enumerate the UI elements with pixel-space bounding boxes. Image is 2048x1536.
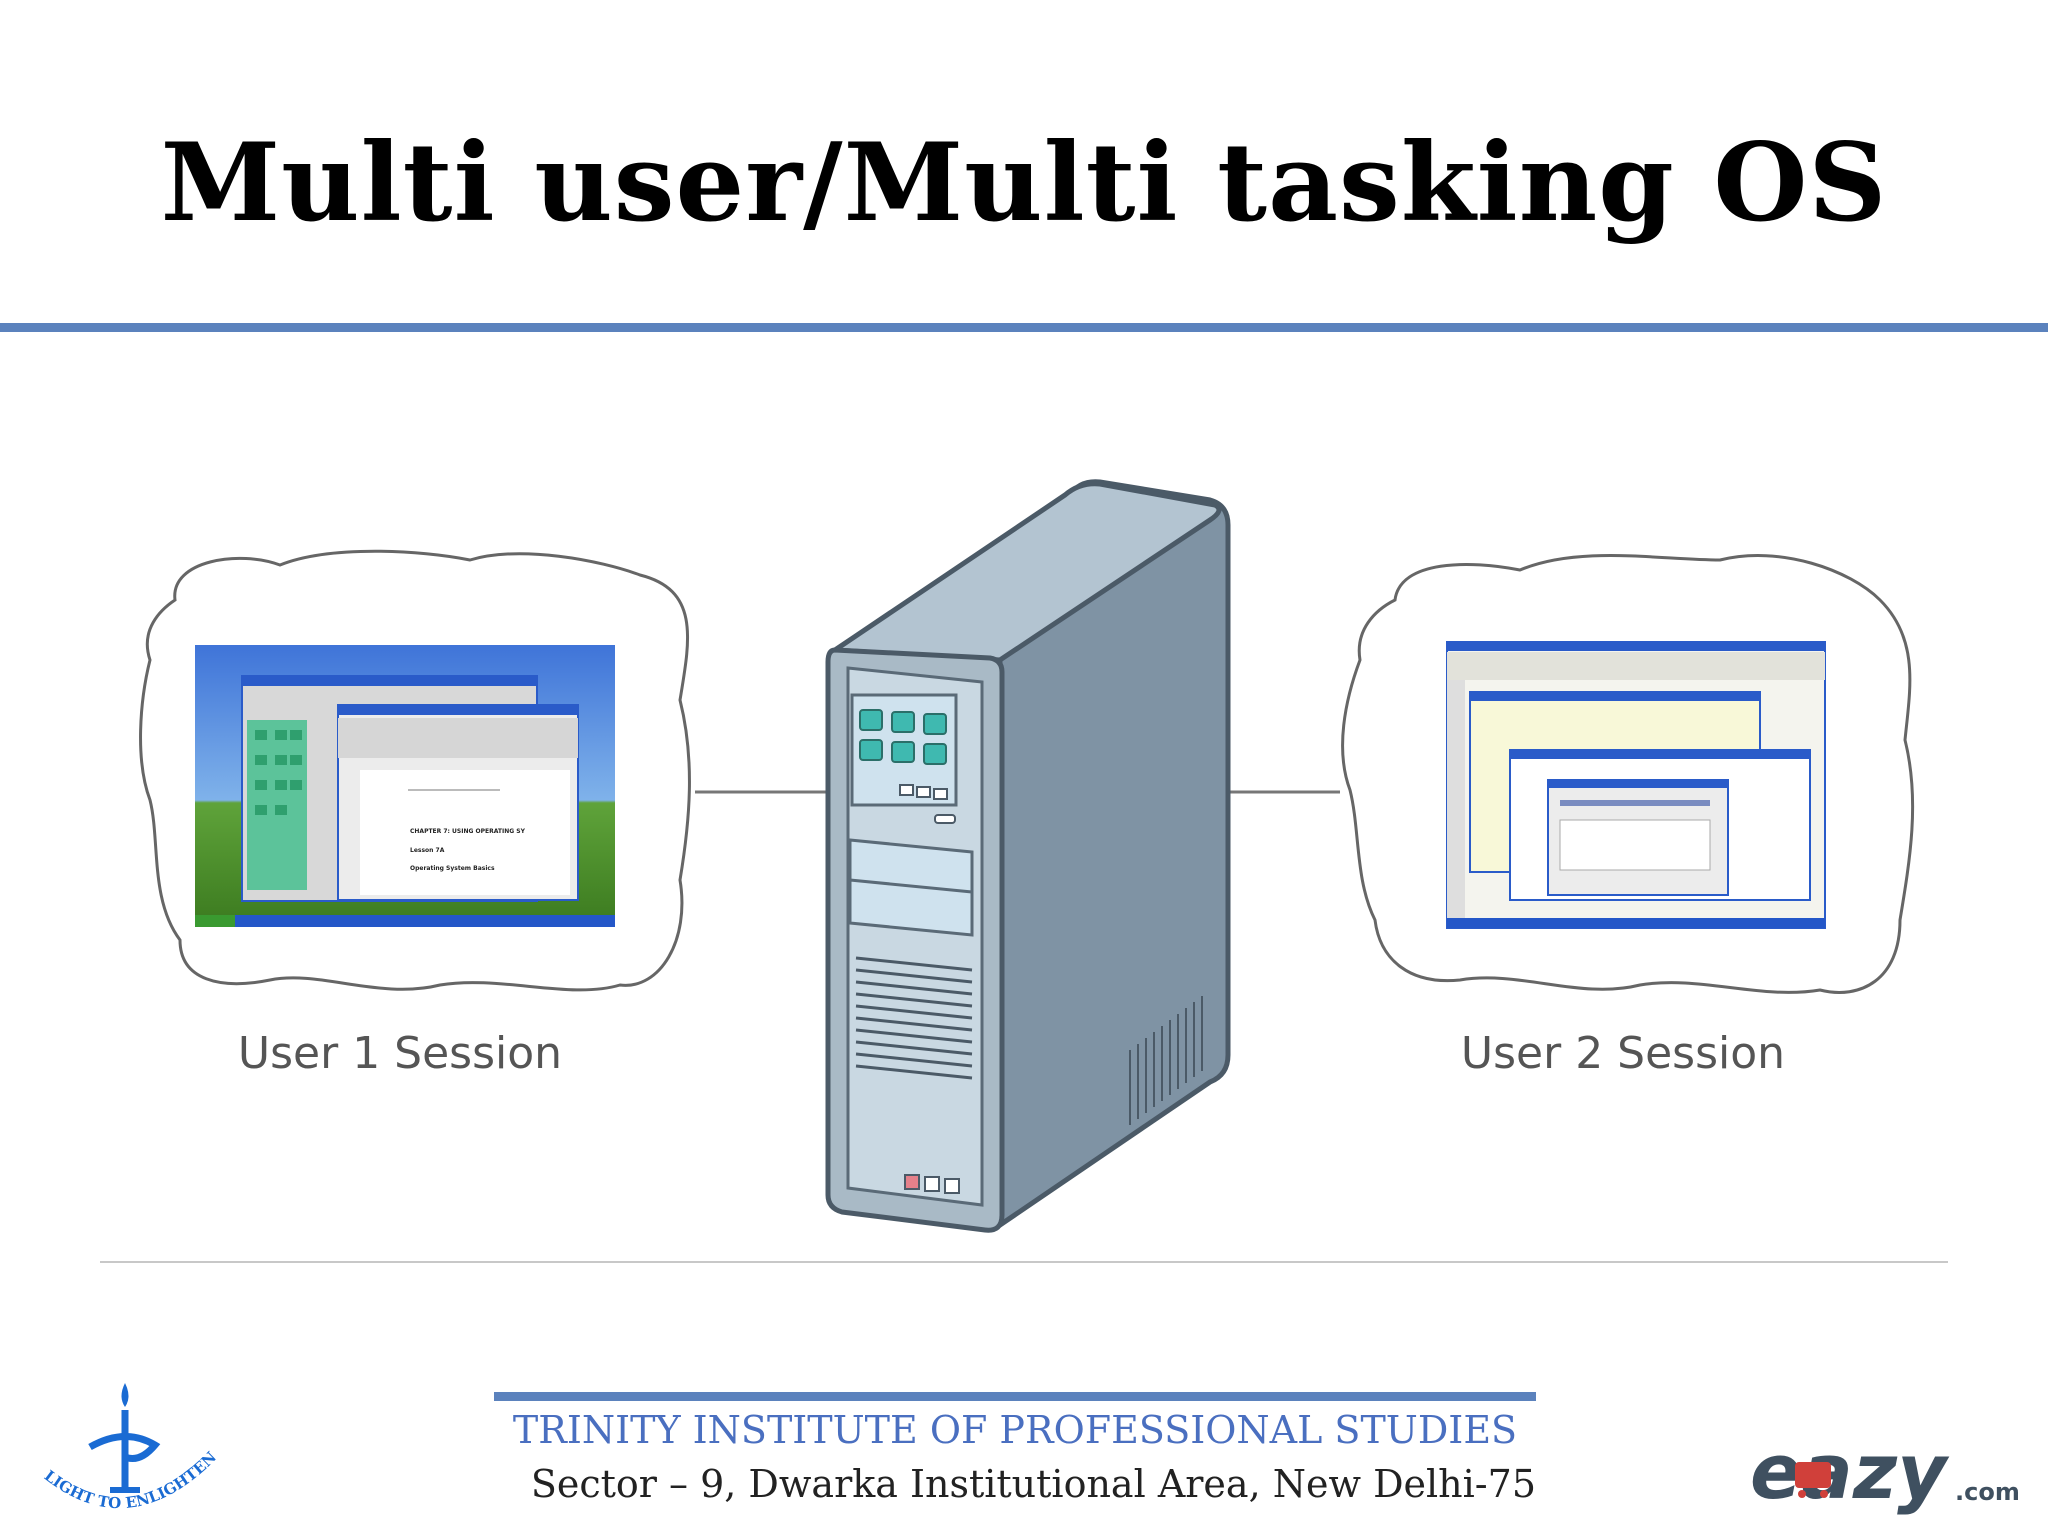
server-tower-icon (825, 479, 1231, 1233)
footer-accent-bar (494, 1392, 1536, 1401)
flame-icon (121, 1383, 129, 1407)
eazy-logo-suffix: .com (1955, 1478, 2020, 1506)
institute-address: Sector – 9, Dwarka Institutional Area, N… (530, 1462, 1536, 1506)
footer-divider (100, 1261, 1948, 1263)
user2-desktop-screenshot (1446, 641, 1826, 929)
doc-subheading: Lesson 7A (410, 847, 445, 854)
user1-label: User 1 Session (238, 1028, 562, 1079)
title-divider (0, 323, 2048, 332)
doc-heading: CHAPTER 7: USING OPERATING SY (410, 828, 526, 835)
institute-logo: LIGHT TO ENLIGHTEN (41, 1383, 220, 1512)
user1-desktop-screenshot: CHAPTER 7: USING OPERATING SY Lesson 7A … (195, 645, 615, 927)
institute-name: TRINITY INSTITUTE OF PROFESSIONAL STUDIE… (512, 1408, 1518, 1452)
eazy-logo: eazy .com (1750, 1430, 2020, 1516)
cart-icon (1795, 1462, 1831, 1498)
user2-label: User 2 Session (1461, 1028, 1785, 1079)
slide-title: Multi user/Multi tasking OS (160, 120, 1888, 246)
doc-section: Operating System Basics (410, 865, 495, 872)
multi-user-diagram: CHAPTER 7: USING OPERATING SY Lesson 7A … (139, 479, 1915, 1233)
eazy-logo-text: eazy (1750, 1430, 1950, 1516)
